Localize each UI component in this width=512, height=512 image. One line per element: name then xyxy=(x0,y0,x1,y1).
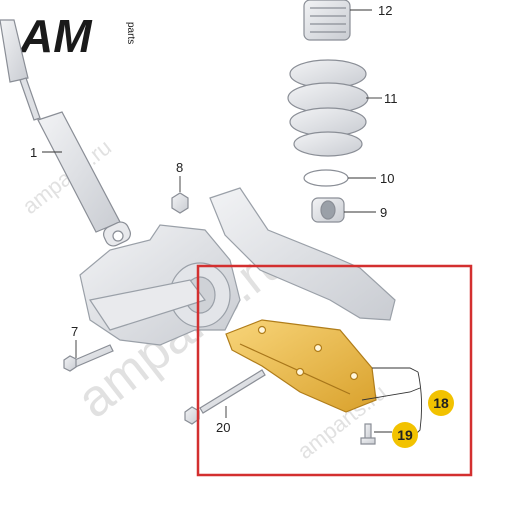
callout-12: 12 xyxy=(378,3,392,18)
leader-lines xyxy=(42,9,423,441)
wheel-carrier xyxy=(79,187,396,346)
bolt-8 xyxy=(171,192,189,214)
coil-spring xyxy=(287,0,369,223)
callout-8: 8 xyxy=(176,160,183,175)
callout-1: 1 xyxy=(30,145,37,160)
callout-20: 20 xyxy=(216,420,230,435)
callout-10: 10 xyxy=(380,171,394,186)
screw-19 xyxy=(360,423,376,445)
brand-logo: AM parts xyxy=(19,10,136,62)
callout-11: 11 xyxy=(384,91,398,106)
badge-18-label: 18 xyxy=(433,395,449,411)
shock-absorber xyxy=(0,19,131,247)
callout-9: 9 xyxy=(380,205,387,220)
badge-18: 18 xyxy=(428,390,454,416)
logo-sub-text: parts xyxy=(125,22,136,44)
bolt-7 xyxy=(63,344,114,372)
underbody-shield xyxy=(225,319,377,413)
logo-text: AM xyxy=(19,10,93,62)
callout-labels: 12 11 1 8 10 9 7 20 xyxy=(30,3,398,435)
bolt-20 xyxy=(184,369,266,425)
highlight-frame xyxy=(196,264,473,477)
callout-7: 7 xyxy=(71,324,78,339)
badge-19: 19 xyxy=(392,422,418,448)
badge-19-label: 19 xyxy=(397,427,413,443)
